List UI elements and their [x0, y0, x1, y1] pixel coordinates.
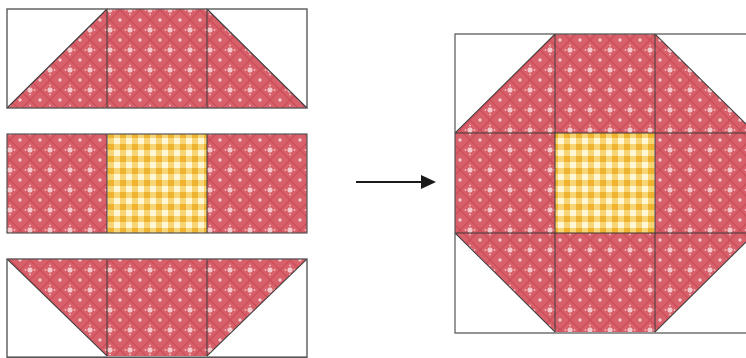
middle-right-square — [207, 134, 307, 233]
block-bottom-center-square — [555, 233, 655, 332]
middle-left-square — [7, 134, 107, 233]
block-middle-right-square — [655, 133, 746, 233]
block-bottom-right-triangle — [655, 233, 746, 332]
block-top-right-triangle — [655, 34, 746, 133]
block-middle-left-square — [455, 133, 555, 233]
block-top-center-square — [555, 34, 655, 133]
block-center-gingham-square — [555, 133, 655, 233]
bottom-center-square — [107, 259, 207, 356]
bottom-row — [6, 258, 308, 358]
middle-row — [6, 133, 308, 234]
top-center-square — [107, 9, 207, 108]
assembled-block — [454, 33, 746, 334]
middle-center-gingham-square — [107, 134, 207, 233]
right-arrow-icon — [356, 175, 436, 189]
top-row — [5, 7, 309, 109]
